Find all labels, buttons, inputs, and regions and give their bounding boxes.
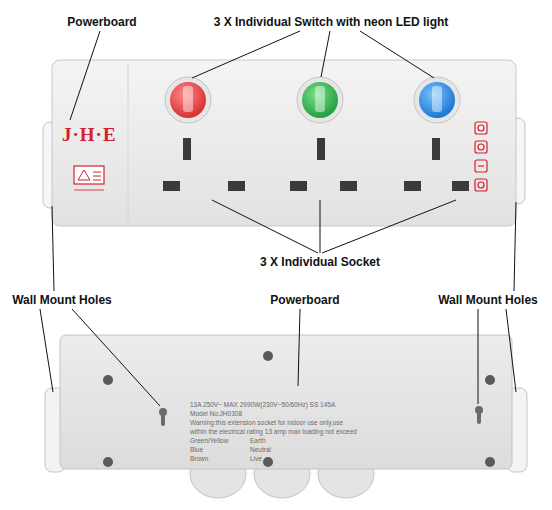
wire-colour: Green/Yellow <box>190 437 228 444</box>
rating-text: 13A 250V~ MAX 2990W(230V~50/60Hz) SS 145… <box>190 401 335 408</box>
warning-text: Warning:this extension socket for indoor… <box>190 419 343 426</box>
brand-logo: J·H·E <box>62 124 117 146</box>
leader-lines <box>40 31 516 406</box>
part-name: 3 X Individual Switch with neon LED ligh… <box>212 15 451 29</box>
part-name: 3 X Individual Socket <box>258 255 382 269</box>
part-name: Powerboard <box>268 293 341 307</box>
part-name: Wall Mount Holes <box>10 293 114 307</box>
warning-text: within the electrical rating 13 amp max … <box>190 428 357 435</box>
wire-function: Live <box>250 455 262 462</box>
wire-colour: Blue <box>190 446 203 453</box>
model-text: Model No:JH0308 <box>190 410 242 417</box>
wire-colour: Brown <box>190 455 208 462</box>
part-name: Wall Mount Holes <box>436 293 540 307</box>
wire-function: Earth <box>250 437 266 444</box>
part-name: Powerboard <box>65 15 138 29</box>
wire-function: Neutral <box>250 446 271 453</box>
